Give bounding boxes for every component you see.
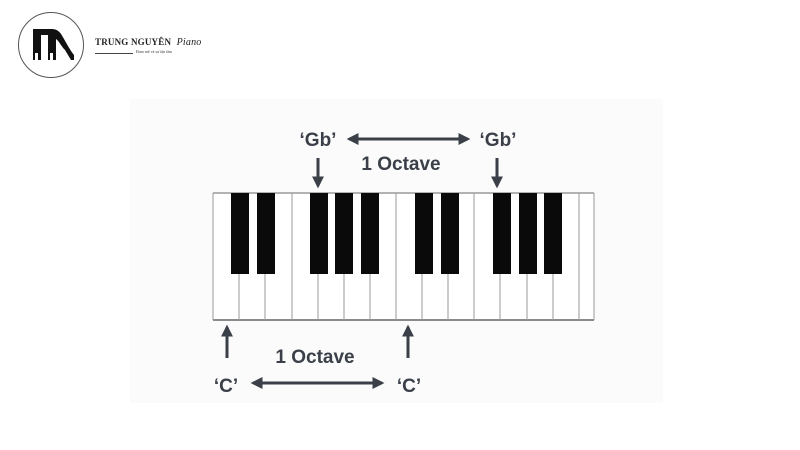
bottom-interval-label: 1 Octave xyxy=(275,347,354,368)
black-key xyxy=(361,193,379,274)
black-key xyxy=(415,193,433,274)
brand-name-text: TRUNG NGUYÊN xyxy=(95,37,172,47)
black-key xyxy=(441,193,459,274)
bottom-note-right-label: ‘C’ xyxy=(397,376,421,397)
brand-script-text: Piano xyxy=(176,37,202,48)
top-note-right-label: ‘Gb’ xyxy=(480,130,517,151)
top-interval-label: 1 Octave xyxy=(361,154,440,175)
logo-circle xyxy=(18,12,84,78)
black-key xyxy=(519,193,537,274)
brand-name: TRUNG NGUYÊN Piano xyxy=(95,37,202,48)
black-keys xyxy=(231,193,562,274)
bottom-note-left-label: ‘C’ xyxy=(214,376,238,397)
brand-divider xyxy=(95,53,133,54)
black-key xyxy=(544,193,562,274)
top-note-left-label: ‘Gb’ xyxy=(300,130,337,151)
black-key xyxy=(310,193,328,274)
brand-tagline: Đam mê và sự tận tâm xyxy=(136,49,173,54)
piano-logo-icon xyxy=(33,29,74,60)
black-key xyxy=(257,193,275,274)
black-key xyxy=(231,193,249,274)
black-key xyxy=(335,193,353,274)
piano-keyboard xyxy=(212,192,595,321)
brand-logo[interactable]: TRUNG NGUYÊN Piano Đam mê và sự tận tâm xyxy=(18,12,218,82)
black-key xyxy=(493,193,511,274)
